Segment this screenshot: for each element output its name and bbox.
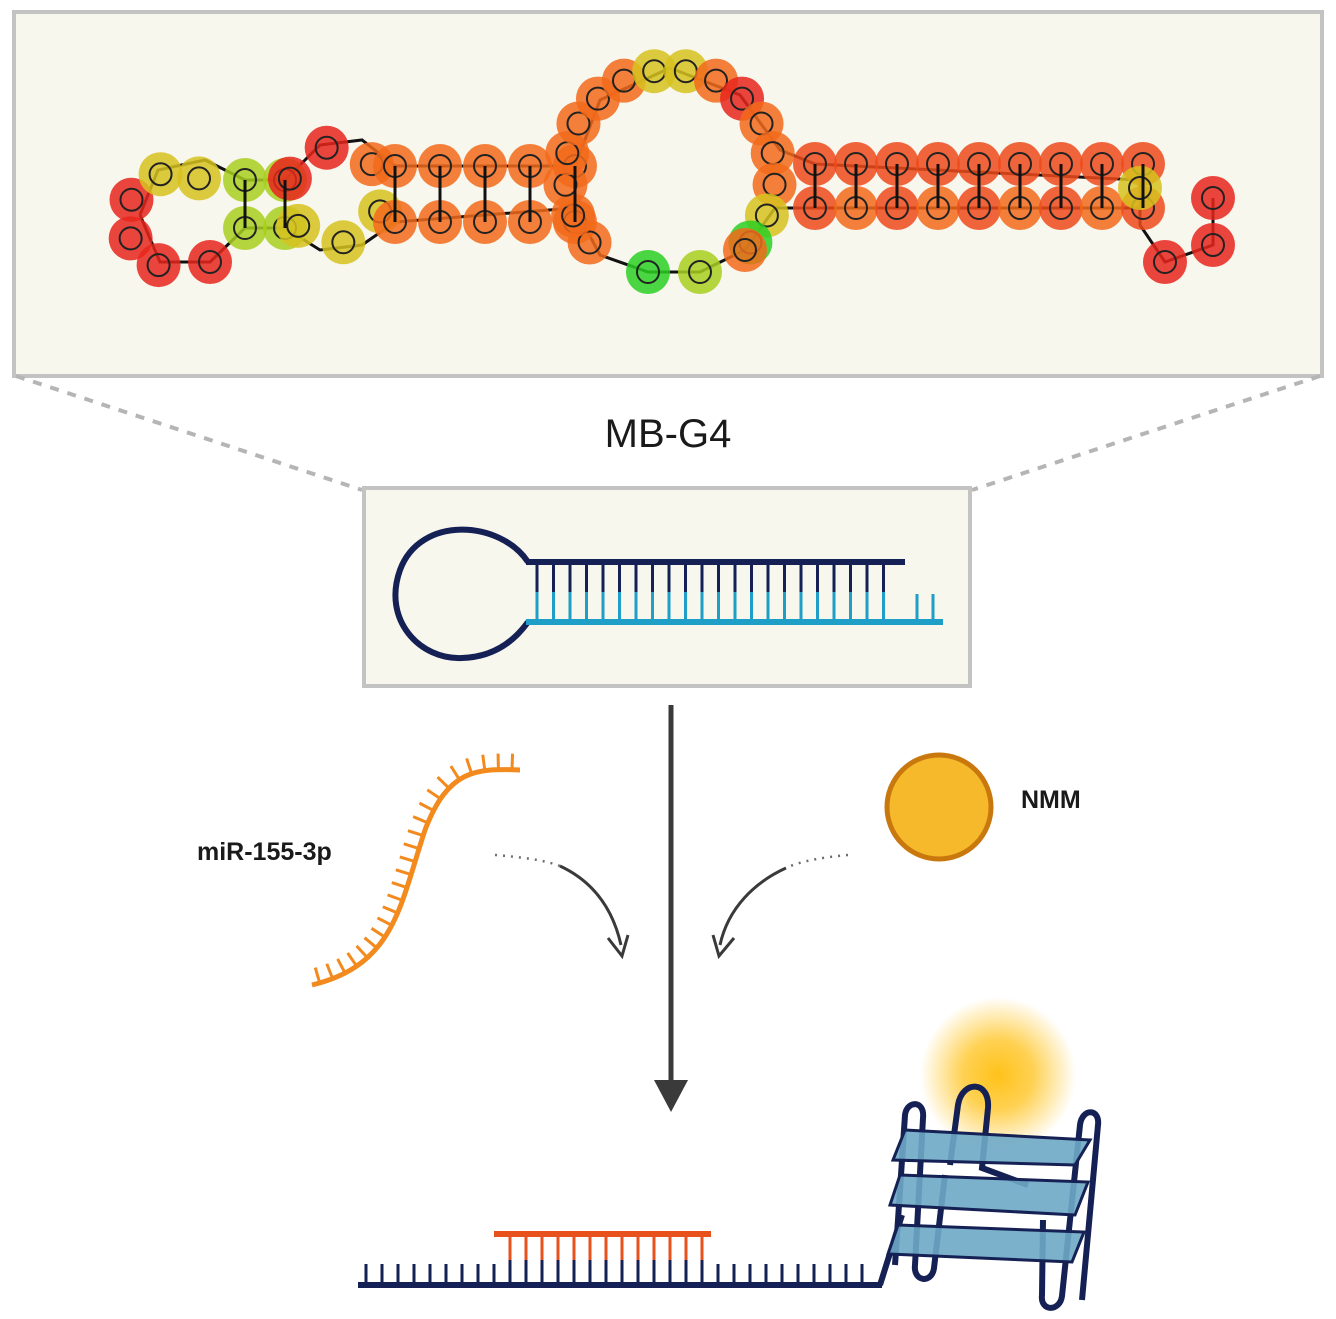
zoom-line-right xyxy=(971,374,1321,492)
target-label: miR-155-3p xyxy=(197,838,332,866)
target-base xyxy=(370,927,386,939)
nucleotide-yellow xyxy=(276,203,321,248)
target-base xyxy=(407,829,424,838)
hairpin-loop xyxy=(392,526,531,662)
g-quartet-bottom xyxy=(885,1223,1087,1264)
nucleotide-orange xyxy=(723,228,767,272)
nucleotide-red xyxy=(304,125,349,170)
target-base xyxy=(465,757,474,775)
target-base xyxy=(449,765,461,781)
nucleotide-marker xyxy=(577,230,602,255)
g-quadruplex xyxy=(885,1083,1102,1311)
target-base xyxy=(391,881,408,889)
nucleotide-marker xyxy=(1201,186,1225,210)
target-base xyxy=(481,754,487,771)
nucleotide-red xyxy=(267,156,312,201)
target-base xyxy=(336,958,347,974)
diagram-title: MB-G4 xyxy=(604,412,732,456)
nucleotide-marker xyxy=(636,260,660,284)
target-base xyxy=(403,842,420,850)
nmm-molecule xyxy=(884,752,994,862)
nucleotide-yellowgreen xyxy=(678,250,722,294)
reaction-arrow-head xyxy=(654,1080,688,1112)
g-quartet-top xyxy=(890,1128,1093,1167)
nucleotide-marker xyxy=(1153,250,1177,274)
beacon-panel xyxy=(362,486,972,688)
target-base xyxy=(412,815,429,825)
curved-arrow-right xyxy=(718,866,787,946)
g-quartet-middle xyxy=(887,1173,1091,1217)
nucleotide-marker xyxy=(704,68,729,93)
nucleotide-yellow xyxy=(321,220,366,265)
nucleotide-marker xyxy=(118,226,143,251)
curved-arrow-right-head xyxy=(711,934,736,960)
nucleotide-marker xyxy=(286,213,311,238)
nucleotide-red xyxy=(108,216,153,261)
nucleotide-yellow xyxy=(632,49,677,94)
nucleotide-marker xyxy=(277,166,302,191)
nucleotide-red xyxy=(109,177,154,222)
nucleotide-marker xyxy=(314,135,339,160)
nucleotide-yellow xyxy=(1118,166,1162,210)
nucleotide-orange xyxy=(750,131,795,176)
nucleotide-yellow xyxy=(138,152,183,197)
target-base xyxy=(363,936,378,950)
molecular-beacon-hairpin xyxy=(392,526,943,662)
target-base xyxy=(418,801,435,812)
target-base xyxy=(325,963,335,980)
curved-arrow-left-head xyxy=(606,934,630,960)
curved-arrow-left xyxy=(559,864,623,946)
nucleotide-marker xyxy=(187,166,211,191)
curved-arrow-left-dots xyxy=(494,853,561,868)
target-base xyxy=(399,855,416,864)
hybrid-product xyxy=(358,1214,905,1288)
nucleotide-red xyxy=(1191,176,1235,220)
nucleotide-marker xyxy=(331,230,356,255)
target-base xyxy=(346,952,358,967)
nucleotide-marker xyxy=(198,250,222,274)
nucleotide-marker xyxy=(148,162,173,187)
nucleotide-yellow xyxy=(177,156,221,201)
target-base xyxy=(395,868,412,877)
secondary-structure-plot xyxy=(108,49,1235,294)
g4-strand-top-loop xyxy=(947,1083,1030,1188)
nucleotide-red xyxy=(1143,240,1187,284)
nucleotide-marker xyxy=(585,86,610,111)
target-strand xyxy=(311,767,521,988)
target-base xyxy=(313,967,322,984)
fluorescence-glow xyxy=(920,997,1076,1153)
target-base xyxy=(436,775,451,790)
nucleotide-marker xyxy=(733,238,757,262)
curved-arrow-right-dots xyxy=(785,853,849,870)
nucleotide-marker xyxy=(754,203,779,228)
nucleotide-green xyxy=(626,250,670,294)
target-base xyxy=(355,944,369,959)
target-base xyxy=(387,893,404,902)
nucleotide-marker xyxy=(566,111,591,136)
nucleotide-marker xyxy=(146,253,171,278)
nucleotide-marker xyxy=(730,86,755,111)
nucleotide-marker xyxy=(1128,176,1152,200)
target-base xyxy=(426,788,442,801)
nucleotide-marker xyxy=(119,187,144,212)
target-base xyxy=(376,916,393,927)
zoom-line-left xyxy=(15,374,363,492)
target-base xyxy=(382,905,399,915)
nucleotide-marker xyxy=(1201,233,1225,257)
target-base xyxy=(510,753,515,770)
nucleotide-red xyxy=(1191,223,1235,267)
dye-label: NMM xyxy=(1021,786,1081,814)
nucleotide-red xyxy=(136,243,181,288)
nucleotide-red xyxy=(188,240,232,284)
nucleotide-marker xyxy=(688,260,712,284)
